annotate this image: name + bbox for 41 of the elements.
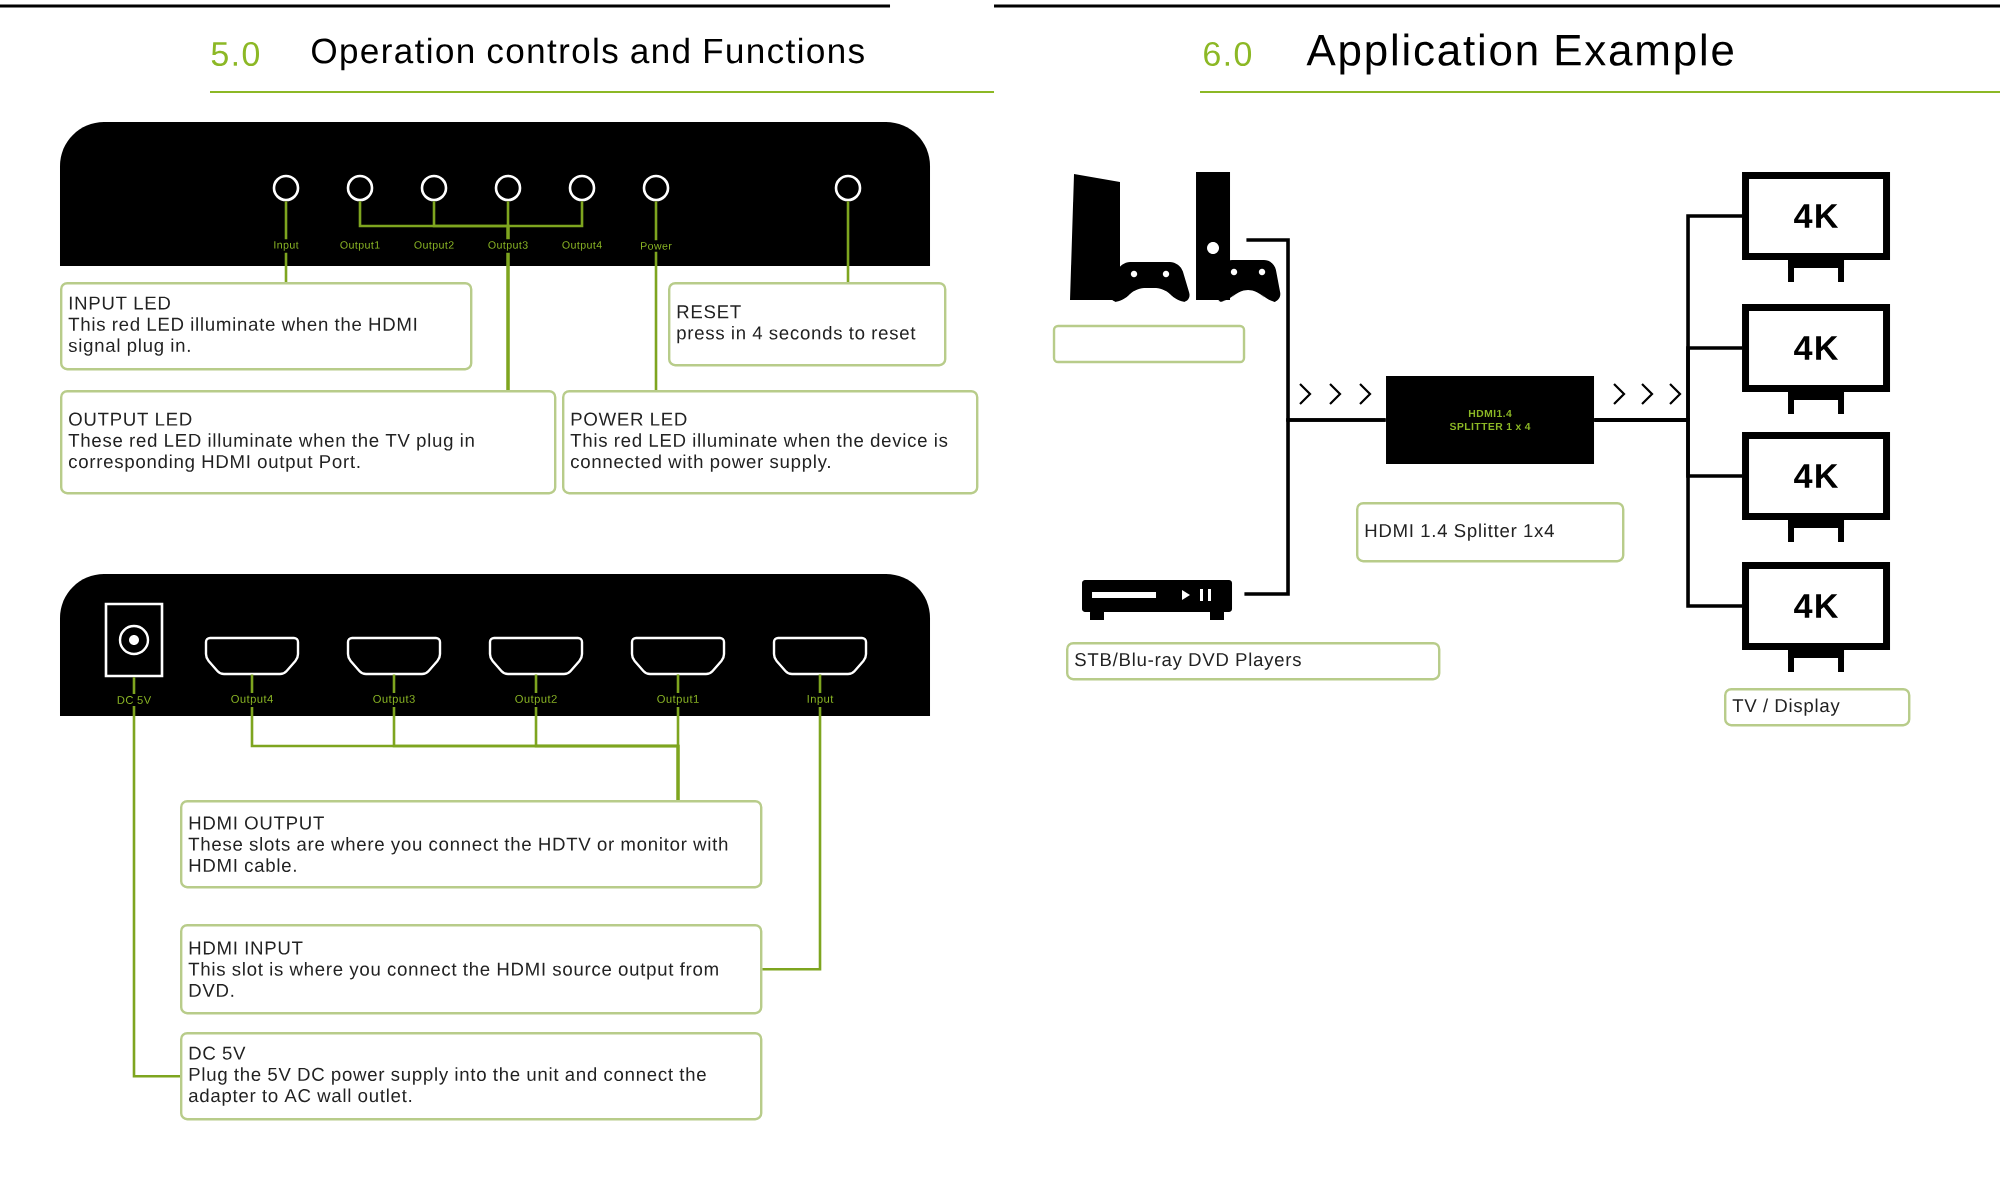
callout-box: HDMI INPUT This slot is where you connect the HDMI source output from DVD. (180, 924, 763, 1015)
monitor: 4K (1742, 304, 1891, 414)
led-indicator (568, 174, 596, 202)
led-indicator (346, 174, 374, 202)
leader-line (654, 201, 658, 390)
monitor: 4K (1742, 432, 1891, 542)
label-box: HDMI 1.4 Splitter 1x4 (1356, 502, 1625, 563)
hdmi-port (204, 636, 300, 676)
callout-box: RESET press in 4 seconds to reset (668, 282, 947, 367)
leader-line (762, 674, 822, 971)
led-indicator (272, 174, 300, 202)
hdmi-port (630, 636, 726, 676)
leader-line (676, 674, 680, 800)
game-console-drawing (1070, 172, 1281, 302)
callout-box: OUTPUT LED These red LED illuminate when the TV plug in corresponding HDMI output Port. (60, 390, 557, 495)
leader-line (506, 201, 584, 390)
leader-line (846, 201, 850, 282)
hdmi-port (488, 636, 584, 676)
callout-box: INPUT LED This red LED illuminate when the HDMI signal plug in. (60, 282, 473, 371)
callout-box: DC 5V Plug the 5V DC power supply into the unit and connect the adapter to AC wall outlet. (180, 1032, 763, 1121)
led-indicator (834, 174, 862, 202)
label-box: TV / Display (1724, 688, 1911, 727)
label-box (1052, 324, 1246, 364)
monitor: 4K (1742, 172, 1891, 282)
section-heading: Application Example (1306, 33, 1733, 75)
label-box: STB/Blu-ray DVD Players (1066, 642, 1441, 681)
led-indicator (642, 174, 670, 202)
leader-line (132, 677, 180, 1078)
hdmi-port (346, 636, 442, 676)
monitor: 4K (1742, 562, 1891, 672)
leader-line (284, 201, 288, 282)
section-number: 6.0 (1204, 41, 1252, 67)
callout-box: POWER LED This red LED illuminate when the device is connected with power supply. (562, 390, 979, 495)
power-jack (104, 602, 164, 678)
section-heading: Operation controls and Functions (312, 37, 864, 71)
callout-box: HDMI OUTPUT These slots are where you connect the HDTV or monitor with HDMI cable. (180, 800, 763, 889)
led-indicator (494, 174, 522, 202)
section-number: 5.0 (211, 41, 260, 67)
hdmi-port (772, 636, 868, 676)
led-indicator (420, 174, 448, 202)
set-top-box-drawing (1082, 580, 1232, 620)
